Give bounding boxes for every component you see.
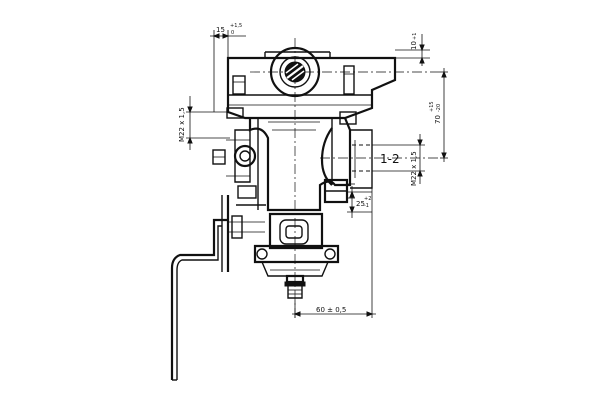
dim-bottom-width: 60 ± 0,5 [292, 188, 376, 318]
dim-top-width-upper-tol: +1,5 [230, 23, 242, 29]
dim-right-height: 70 +15 -20 [429, 68, 448, 162]
dim-left-thread-value: M22 x 1,5 [178, 107, 186, 142]
dim-right-height-value: 70 [434, 115, 442, 124]
dim-lower-height-upper-tol: +2 [364, 196, 371, 202]
dim-right-thread: M22 x 1,5 [372, 134, 425, 186]
dim-top-width: 15 +1,5 0 [210, 23, 246, 112]
dim-top-height-upper-tol: +1 [412, 33, 418, 40]
dim-top-width-value: 15 [216, 26, 225, 34]
dim-lower-height-lower-tol: -1 [364, 203, 369, 209]
dim-top-height-value: 10 [410, 41, 418, 50]
dim-lower-height-value: 25 [356, 200, 365, 208]
left-fitting [212, 129, 257, 199]
top-port-plug [269, 46, 321, 98]
right-lower-fitting [323, 178, 355, 204]
upper-housing [226, 51, 397, 125]
dim-bottom-width-value: 60 ± 0,5 [316, 306, 346, 314]
port-label: 1-2 [380, 152, 400, 166]
dim-top-width-lower-tol: 0 [231, 30, 234, 36]
dim-lower-height: 25 +2 -1 [347, 186, 372, 218]
dim-left-thread: M22 x 1,5 [178, 96, 230, 150]
lever-arm [170, 195, 266, 381]
valve-body [248, 117, 373, 212]
dim-right-height-lower-tol: -20 [436, 104, 442, 112]
dim-top-height: 10 +1 [395, 33, 430, 66]
dim-right-height-upper-tol: +15 [429, 101, 435, 112]
dim-right-thread-value: M22 x 1,5 [410, 151, 418, 186]
lower-valve-section [253, 212, 340, 299]
